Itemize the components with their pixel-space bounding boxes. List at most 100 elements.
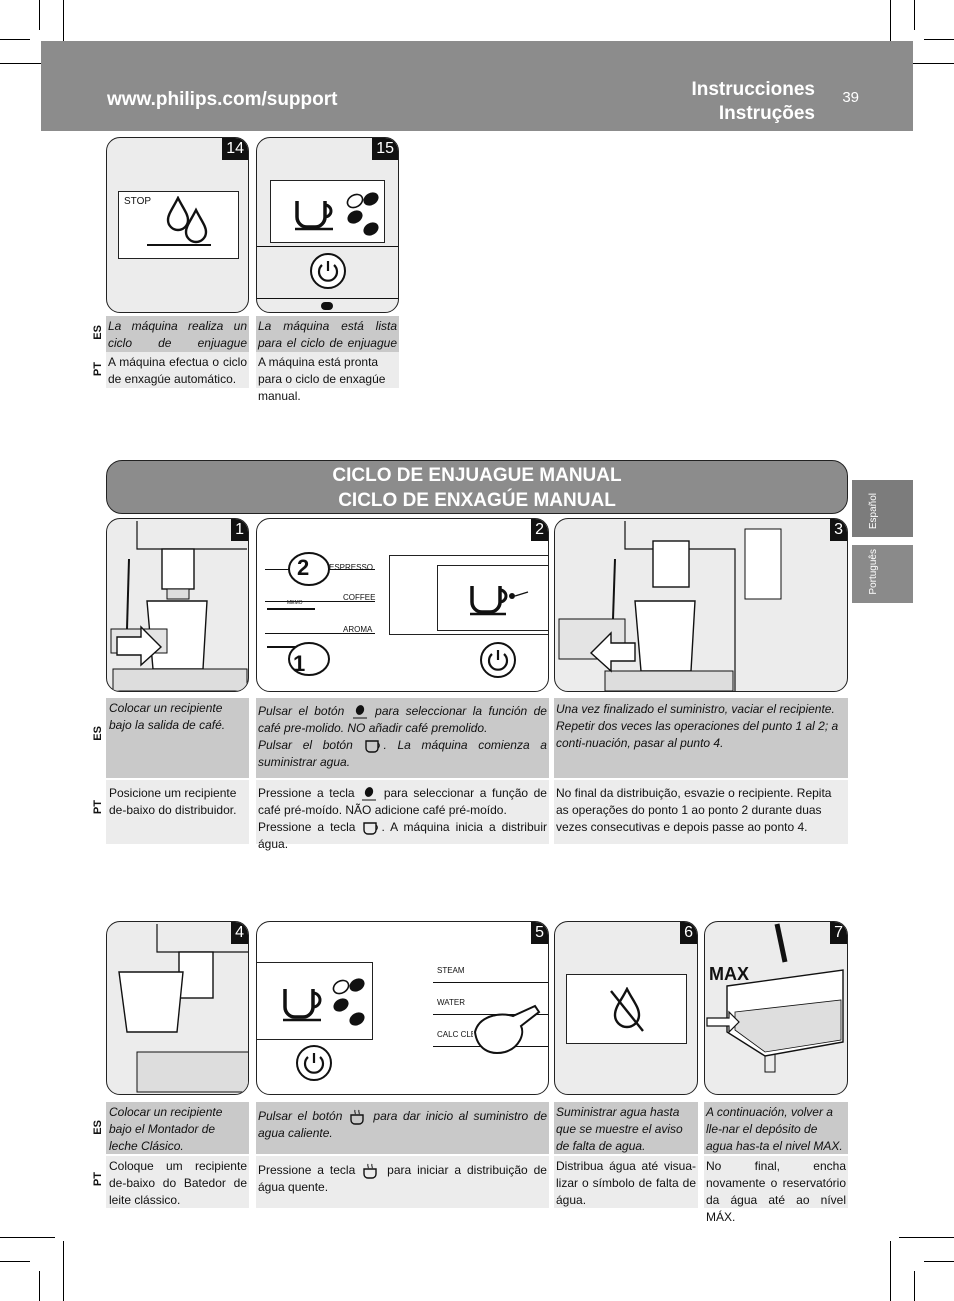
crop-mark [0, 63, 55, 64]
crop-mark [914, 0, 915, 30]
hot-water-icon [350, 1109, 364, 1125]
cup-icon [365, 740, 381, 753]
section-banner: CICLO DE ENJUAGUE MANUAL CICLO DE ENXAGÚ… [106, 460, 848, 514]
page-header: www.philips.com/support Instrucciones In… [41, 41, 913, 131]
crop-mark [63, 0, 64, 60]
step-number: 1 [231, 519, 248, 541]
illustration-step-2: 2 ESPRESSO COFFEE MEMO AROMA 2 1 [256, 518, 549, 692]
text-es-step-2: Pulsar el botón para seleccionar la func… [256, 698, 549, 778]
illustration-step-4: 4 [106, 921, 249, 1095]
text-pt-step-1: Posicione um recipiente de-baixo do dist… [106, 780, 249, 844]
crop-mark [890, 1241, 891, 1301]
button-label-espresso: ESPRESSO [329, 563, 374, 572]
memo-label: MEMO [287, 600, 303, 606]
machine-illustration [118, 924, 248, 1093]
crop-mark [890, 0, 891, 60]
screen-text: STOP [124, 196, 152, 207]
cup-icon [470, 586, 529, 616]
display-screen: STOP [118, 191, 239, 259]
step-number: 3 [830, 519, 847, 541]
text-es-step-3: Una vez finalizado el suministro, vaciar… [554, 698, 848, 778]
page-number: 39 [842, 89, 859, 106]
cup-icon [295, 201, 333, 231]
crop-mark [899, 1237, 954, 1238]
power-icon[interactable] [309, 252, 347, 290]
power-icon[interactable] [295, 1044, 333, 1082]
cup-icon [283, 989, 322, 1022]
button-label-water: WATER [437, 998, 465, 1007]
callout-1: 1 [293, 651, 306, 676]
step-number: 2 [531, 519, 548, 541]
water-tank-illustration [706, 923, 844, 1073]
machine-illustration [110, 521, 248, 691]
text-pt-step-14: A máquina efectua o ciclo de enxagúe aut… [106, 352, 249, 388]
machine-illustration [558, 521, 782, 691]
bean-icon [346, 192, 379, 236]
banner-title-pt: CICLO DE ENXAGÚE MANUAL [338, 490, 616, 511]
button-label-coffee: COFFEE [343, 593, 376, 602]
text-pt-step-5: Pressione a tecla para iniciar a distrib… [256, 1156, 549, 1208]
step-number: 4 [231, 922, 248, 944]
lang-label-es: ES [92, 325, 104, 340]
power-icon[interactable] [479, 641, 517, 679]
support-url[interactable]: www.philips.com/support [107, 89, 338, 110]
callout-2: 2 [297, 555, 310, 580]
divider [433, 1014, 548, 1015]
display-screen [437, 565, 548, 631]
crop-mark [914, 1271, 915, 1301]
step-number: 5 [531, 922, 548, 944]
cup-icon [363, 822, 379, 835]
text-es-step-7: A continuación, volver a lle-nar el depó… [704, 1102, 848, 1154]
bean-icon [332, 978, 365, 1026]
text-es-step-4: Colocar un recipiente bajo el Montador d… [106, 1102, 249, 1154]
crop-mark [39, 1271, 40, 1301]
crop-mark [924, 1261, 954, 1262]
illustration-step-5: 5 STEAM WATER CALC CLEAN [256, 921, 549, 1095]
illustration-step-3: 3 [554, 518, 848, 692]
knob [321, 302, 333, 310]
crop-mark [899, 63, 954, 64]
button-label-calc-clean: CALC CLEAN [437, 1030, 473, 1039]
display-screen [270, 180, 385, 243]
illustration-step-15: 15 [256, 137, 399, 313]
lang-label-pt: PT [92, 800, 104, 815]
crop-mark [924, 39, 954, 40]
display-screen [566, 974, 687, 1044]
step-number: 7 [830, 922, 847, 944]
max-label: MAX [709, 964, 749, 984]
lang-label-es: ES [92, 726, 104, 741]
divider [265, 633, 375, 634]
crop-mark [63, 1241, 64, 1301]
text-pt-step-3: No final da distribuição, esvazie o reci… [554, 780, 848, 844]
text-pt-step-15: A máquina está pronta para o ciclo de en… [256, 352, 399, 403]
side-tab-es: Español [852, 480, 913, 537]
drops-icon [166, 196, 208, 244]
hand-pointer-icon [473, 1004, 541, 1054]
step-number: 15 [372, 138, 398, 160]
banner-title-es: CICLO DE ENJUAGUE MANUAL [332, 465, 622, 486]
step-number: 14 [222, 138, 248, 160]
crop-mark [0, 39, 30, 40]
title-pt: Instruções [718, 103, 815, 124]
lang-label-pt: PT [92, 1172, 104, 1187]
hot-water-icon [363, 1163, 377, 1179]
text-pt-step-2: Pressione a tecla para seleccionar a fun… [256, 780, 549, 851]
text-es-step-14: La máquina realiza un ciclo de enjuague … [106, 316, 249, 367]
illustration-step-6: 6 [554, 921, 698, 1095]
bean-icon [352, 704, 367, 719]
text-pt-step-4: Coloque um recipiente de-baixo do Batedo… [106, 1156, 249, 1208]
button-label-aroma: AROMA [343, 625, 373, 634]
page-title: Instrucciones Instruções [691, 78, 815, 126]
illustration-step-14: 14 STOP [106, 137, 249, 313]
text-es-step-15: La máquina está lista para el ciclo de e… [256, 316, 399, 367]
hand-pointer-icon [267, 552, 330, 676]
display-screen [257, 962, 373, 1040]
lang-label-pt: PT [92, 362, 104, 377]
no-water-icon [610, 987, 644, 1032]
divider [433, 982, 548, 983]
button-label-steam: STEAM [437, 966, 465, 975]
text-pt-step-7: No final, encha novamente o reservatório… [704, 1156, 848, 1224]
crop-mark [0, 1261, 30, 1262]
crop-mark [39, 0, 40, 30]
text-es-step-5: Pulsar el botón para dar inicio al sumin… [256, 1102, 549, 1154]
